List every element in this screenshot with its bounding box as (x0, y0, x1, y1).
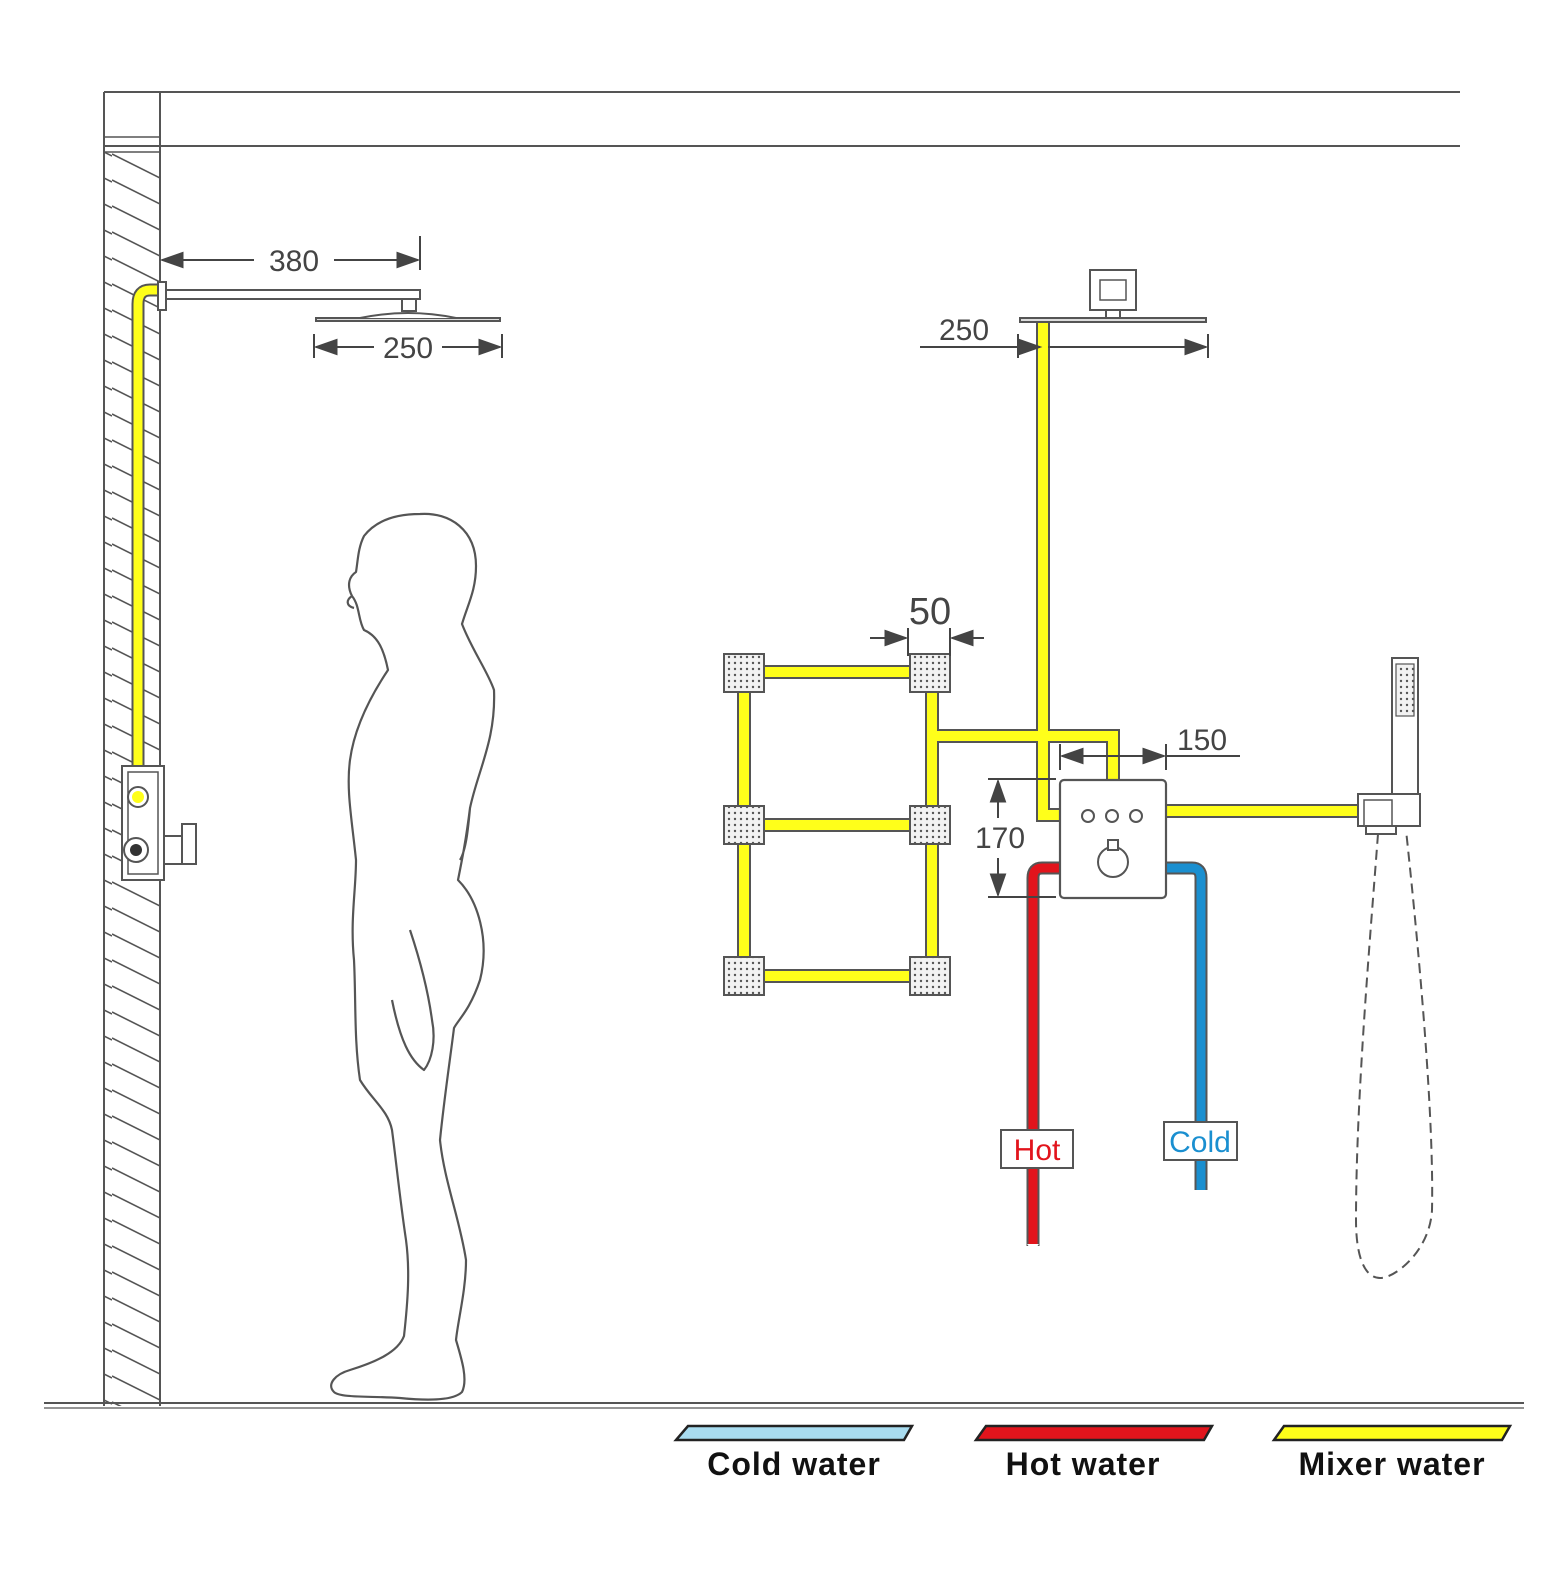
body-jet (723, 653, 765, 693)
dim-valve-offset: 150 (1177, 724, 1227, 757)
concealed-valve-body (121, 765, 197, 881)
left-rain-head (315, 317, 501, 322)
dim-left-head-width: 250 (383, 332, 433, 365)
legend: Cold water Hot water Mixer water (673, 1424, 1513, 1482)
person-silhouette (330, 512, 496, 1401)
mixer-pipes (737, 322, 1360, 983)
dim-arm-length: 380 (269, 245, 319, 278)
legend-cold-water: Cold water (673, 1424, 915, 1482)
legend-hot-water: Hot water (973, 1424, 1215, 1482)
right-shower-system (723, 269, 1434, 1280)
dim-body-jet-spacing: 50 (909, 591, 951, 633)
ceiling-rain-head (1019, 269, 1207, 323)
thermostatic-valve-panel (1058, 778, 1168, 900)
cold-label: Cold (1163, 1121, 1238, 1161)
hot-label: Hot (1000, 1129, 1074, 1169)
hand-shower (1354, 657, 1434, 1280)
legend-hot-water-label: Hot water (1006, 1446, 1161, 1482)
shower-arm (165, 289, 421, 300)
diverter-button-2 (1105, 809, 1119, 823)
temperature-knob (1097, 846, 1129, 878)
body-jets (723, 653, 951, 996)
legend-mixer-water: Mixer water (1271, 1424, 1513, 1482)
body-jet (909, 805, 951, 845)
cold-label-text: Cold (1169, 1126, 1231, 1159)
body-jet (909, 956, 951, 996)
left-shower-assembly (121, 281, 501, 881)
dim-valve-height: 170 (975, 822, 1025, 855)
legend-cold-water-label: Cold water (707, 1446, 881, 1482)
diverter-button-1 (1081, 809, 1095, 823)
dim-right-head-width: 250 (939, 314, 989, 347)
body-jet (723, 805, 765, 845)
diverter-button-3 (1129, 809, 1143, 823)
hand-shower-hose (1354, 829, 1434, 1280)
legend-mixer-water-label: Mixer water (1298, 1446, 1485, 1482)
dimension-lines (159, 236, 1240, 898)
hot-label-text: Hot (1014, 1134, 1061, 1167)
body-jet (723, 956, 765, 996)
body-jet (909, 653, 951, 693)
